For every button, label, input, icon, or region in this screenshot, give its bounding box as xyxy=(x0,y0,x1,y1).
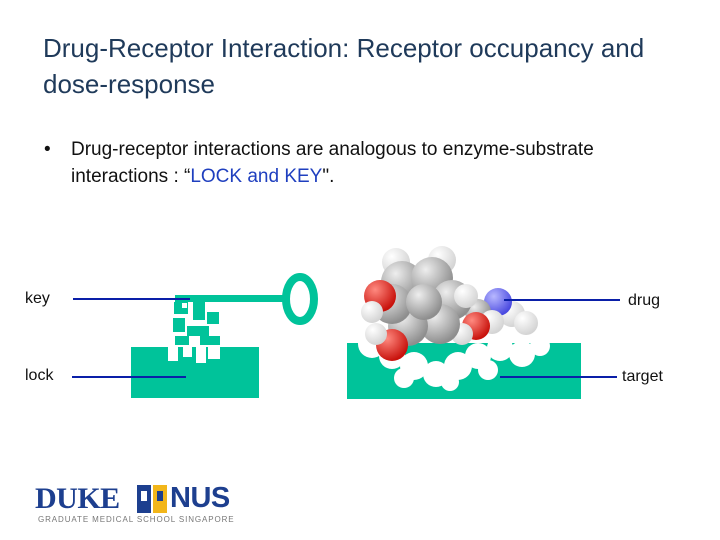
bullet-text: Drug-receptor interactions are analogous… xyxy=(71,136,671,190)
lock-shape xyxy=(131,347,259,398)
target-label: target xyxy=(622,368,663,385)
key-shape xyxy=(173,273,318,345)
crest-icon xyxy=(137,485,167,513)
logo-duke-text: DUKE xyxy=(35,482,120,515)
bullet-mark: • xyxy=(44,139,51,160)
drug-label: drug xyxy=(628,292,661,309)
slide-title: Drug-Receptor Interaction: Receptor occu… xyxy=(43,33,645,99)
drug-molecule xyxy=(361,246,538,361)
logo-subtitle: GRADUATE MEDICAL SCHOOL SINGAPORE xyxy=(38,515,235,524)
bullet-text-suffix: ". xyxy=(322,166,335,187)
key-label: key xyxy=(25,290,50,307)
logo-nus-text: NUS xyxy=(170,482,230,514)
duke-nus-logo: DUKE NUS GRADUATE MEDICAL SCHOOL SINGAPO… xyxy=(35,482,245,526)
lock-label: lock xyxy=(25,367,54,384)
lock-and-key-highlight: LOCK and KEY xyxy=(190,166,323,187)
bullet-text-prefix: Drug-receptor interactions are analogous… xyxy=(71,139,594,187)
